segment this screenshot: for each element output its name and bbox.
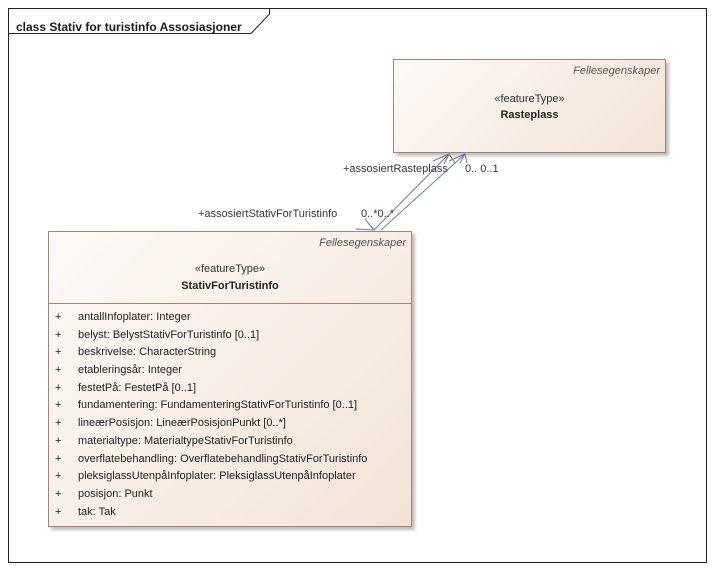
package-label: Fellesegenskaper	[319, 237, 406, 249]
class-stativ-for-turistinfo[interactable]: Fellesegenskaper «featureType» StativFor…	[48, 231, 412, 527]
visibility-marker: +	[55, 434, 62, 447]
association-role-stativ: +assosiertStativForTuristinfo	[198, 208, 338, 220]
visibility-marker: +	[55, 417, 62, 430]
class-name: Rasteplass	[500, 109, 559, 121]
navigation-arrow-stativ	[355, 218, 376, 231]
visibility-marker: +	[55, 505, 62, 518]
package-label: Fellesegenskaper	[573, 65, 660, 77]
navigation-arrow-rasteplass	[443, 153, 456, 165]
attribute-text: posisjon: Punkt	[78, 487, 153, 500]
title-tab-shape	[8, 8, 270, 34]
compartment-divider	[49, 303, 411, 304]
diagram-title: class Stativ for turistinfo Assosiasjone…	[16, 20, 242, 34]
visibility-marker: +	[55, 311, 62, 323]
attribute-text: etableringsår: Integer	[78, 364, 182, 377]
attribute-text: festetPå: FestetPå [0..1]	[78, 381, 197, 394]
attribute-row[interactable]: + antallInfoplater: Integer	[49, 309, 411, 327]
attribute-row[interactable]: + overflatebehandling: Overflatebehandlin…	[49, 451, 411, 469]
visibility-marker: +	[55, 487, 62, 500]
attribute-row[interactable]: + posisjon: Punkt	[49, 486, 411, 504]
association-role-rasteplass: +assosiertRasteplass	[343, 163, 448, 175]
attribute-text: belyst: BelystStativForTuristinfo [0..1]	[78, 328, 260, 341]
visibility-marker: +	[55, 452, 62, 465]
stereotype-label: «featureType»	[494, 93, 565, 105]
attribute-text: tak: Tak	[78, 505, 116, 518]
visibility-marker: +	[55, 364, 62, 377]
visibility-marker: +	[55, 328, 62, 341]
visibility-marker: +	[55, 470, 62, 483]
attribute-row[interactable]: + fundamentering: FundamenteringStativFor…	[49, 397, 411, 415]
association-multiplicity-rasteplass: 0.. 0..1	[465, 163, 499, 175]
attribute-text: lineærPosisjon: LineærPosisjonPunkt [0..…	[78, 417, 286, 430]
attribute-row[interactable]: + lineærPosisjon: LineærPosisjonPunkt [0.…	[49, 415, 411, 433]
association-multiplicity-stativ: 0..*0..*	[361, 208, 395, 220]
attribute-row[interactable]: + festetPå: FestetPå [0..1]	[49, 380, 411, 398]
visibility-marker: +	[55, 346, 62, 359]
attribute-text: beskrivelse: CharacterString	[78, 346, 217, 359]
diagram-frame	[8, 8, 707, 563]
class-rasteplass[interactable]: Fellesegenskaper «featureType» Rasteplas…	[393, 59, 666, 153]
attribute-text: overflatebehandling: Overflatebehandling…	[78, 452, 368, 465]
visibility-marker: +	[55, 381, 62, 394]
attribute-row[interactable]: + materialtype: MaterialtypeStativForTuri…	[49, 433, 411, 451]
attribute-list: + antallInfoplater: Integer + belyst: Bely…	[49, 309, 411, 521]
attribute-text: antallInfoplater: Integer	[78, 311, 191, 323]
visibility-marker: +	[55, 399, 62, 412]
attribute-row[interactable]: + tak: Tak	[49, 504, 411, 522]
attribute-row[interactable]: + etableringsår: Integer	[49, 362, 411, 380]
stereotype-label: «featureType»	[194, 263, 266, 275]
diagram-title-tab: class Stativ for turistinfo Assosiasjone…	[8, 8, 270, 34]
attribute-text: materialtype: MaterialtypeStativForTuris…	[78, 434, 293, 447]
attribute-text: fundamentering: FundamenteringStativForT…	[78, 399, 358, 412]
attribute-text: pleksiglassUtenpåInfoplater: Pleksiglass…	[78, 470, 356, 483]
attribute-row[interactable]: + belyst: BelystStativForTuristinfo [0..1…	[49, 327, 411, 345]
navigation-arrow-rasteplass-2	[459, 152, 468, 164]
class-name: StativForTuristinfo	[181, 280, 279, 292]
attribute-row[interactable]: + pleksiglassUtenpåInfoplater: Pleksiglas…	[49, 468, 411, 486]
attribute-row[interactable]: + beskrivelse: CharacterString	[49, 344, 411, 362]
